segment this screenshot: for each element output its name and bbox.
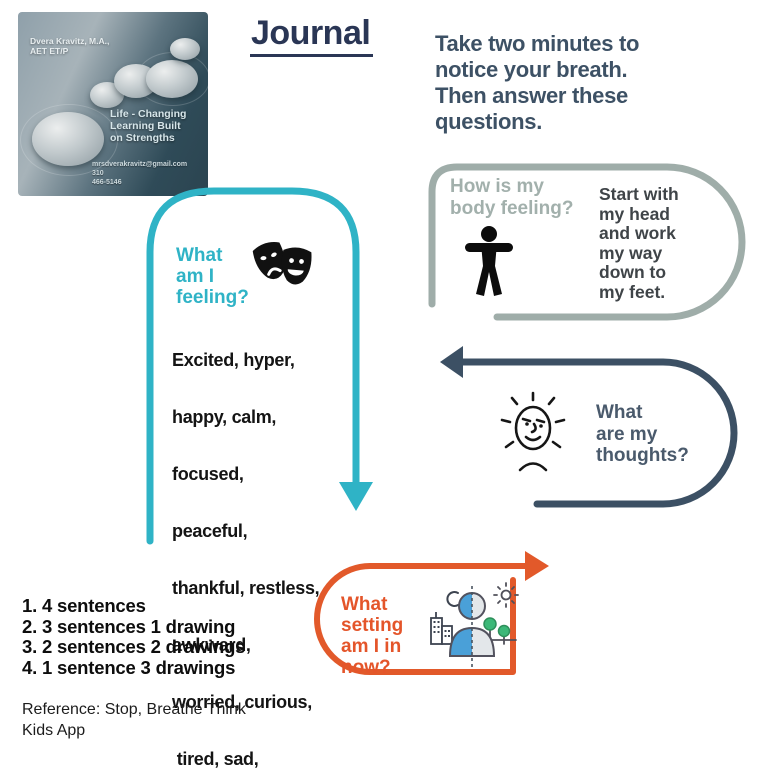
thoughts-arrowhead <box>440 346 463 378</box>
card-name: Dvera Kravitz, M.A., AET ET/P <box>30 36 110 56</box>
stone <box>146 60 198 98</box>
list-item: 2. 3 sentences 1 drawing <box>22 615 236 637</box>
feeling-arrowhead <box>339 482 373 511</box>
feeling-question: What am I feeling? <box>176 245 249 308</box>
feeling-answer: Excited, hyper, happy, calm, focused, pe… <box>172 350 320 768</box>
intro-text: Take two minutes to notice your breath. … <box>435 31 640 134</box>
list-item: 3. 2 sentences 2 drawings <box>22 636 246 657</box>
card-phone-number: 466-5146 <box>92 179 122 186</box>
business-card: Dvera Kravitz, M.A., AET ET/P Life - Cha… <box>18 12 208 196</box>
reference-note: Reference: Stop, Breathe Think Kids App <box>22 701 246 739</box>
body-answer: Start with my head and work my way down … <box>599 184 679 302</box>
card-email: mrsdverakravitz@gmail.com <box>92 161 188 168</box>
water-ripple <box>20 104 118 176</box>
list-item: 1. 4 sentences <box>22 595 146 616</box>
card-tagline: Life - Changing Learning Built on Streng… <box>110 108 187 144</box>
setting-question: What setting am I in now? <box>341 594 404 678</box>
thinking-face-icon <box>500 391 566 472</box>
list-item: 4. 1 sentence 3 drawings <box>22 656 236 678</box>
body-question: How is my body feeling? <box>450 176 574 219</box>
setting-arrowhead <box>525 551 549 581</box>
stone <box>32 112 104 166</box>
trees-icon <box>481 617 517 645</box>
thoughts-question: What are my thoughts? <box>596 402 689 466</box>
theater-masks-icon <box>252 242 312 285</box>
setting-scene-illustration <box>430 582 519 670</box>
sentence-options-list: 1. 4 sentences 2. 3 sentences 1 drawing … <box>22 595 246 678</box>
stone <box>170 38 200 60</box>
card-phone-area: 310 <box>92 170 104 177</box>
person-icon <box>465 226 513 296</box>
sun-icon <box>493 582 519 608</box>
card-contact: mrsdverakravitz@gmail.com 310 466-5146 <box>92 160 187 187</box>
moon-icon <box>446 591 459 607</box>
page-title: Journal <box>250 14 374 57</box>
